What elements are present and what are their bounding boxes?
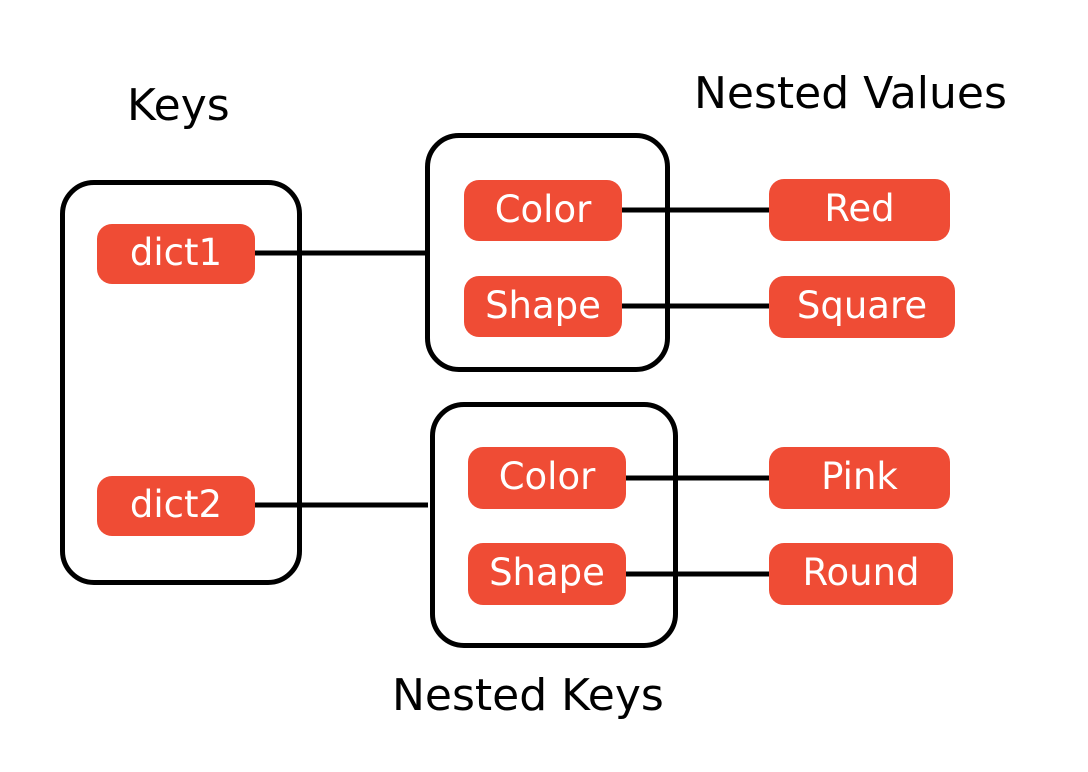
nested-value-pill-dict1-shape[interactable]: Square [769, 276, 955, 338]
nested-key-pill-dict1-shape[interactable]: Shape [464, 276, 622, 337]
key-pill-dict2[interactable]: dict2 [97, 476, 255, 536]
title-keys: Keys [127, 80, 230, 131]
nested-value-pill-dict1-color[interactable]: Red [769, 179, 950, 241]
nested-value-pill-dict2-color[interactable]: Pink [769, 447, 950, 509]
keys-container [60, 180, 302, 585]
nested-value-pill-dict2-shape[interactable]: Round [769, 543, 953, 605]
nested-key-pill-dict2-shape[interactable]: Shape [468, 543, 626, 605]
key-pill-dict1[interactable]: dict1 [97, 224, 255, 284]
nested-key-pill-dict1-color[interactable]: Color [464, 180, 622, 241]
title-nested-values: Nested Values [694, 68, 1007, 119]
nested-group-dict1 [425, 133, 670, 372]
title-nested-keys: Nested Keys [392, 670, 664, 721]
nested-group-dict2 [430, 402, 678, 648]
nested-key-pill-dict2-color[interactable]: Color [468, 447, 626, 509]
